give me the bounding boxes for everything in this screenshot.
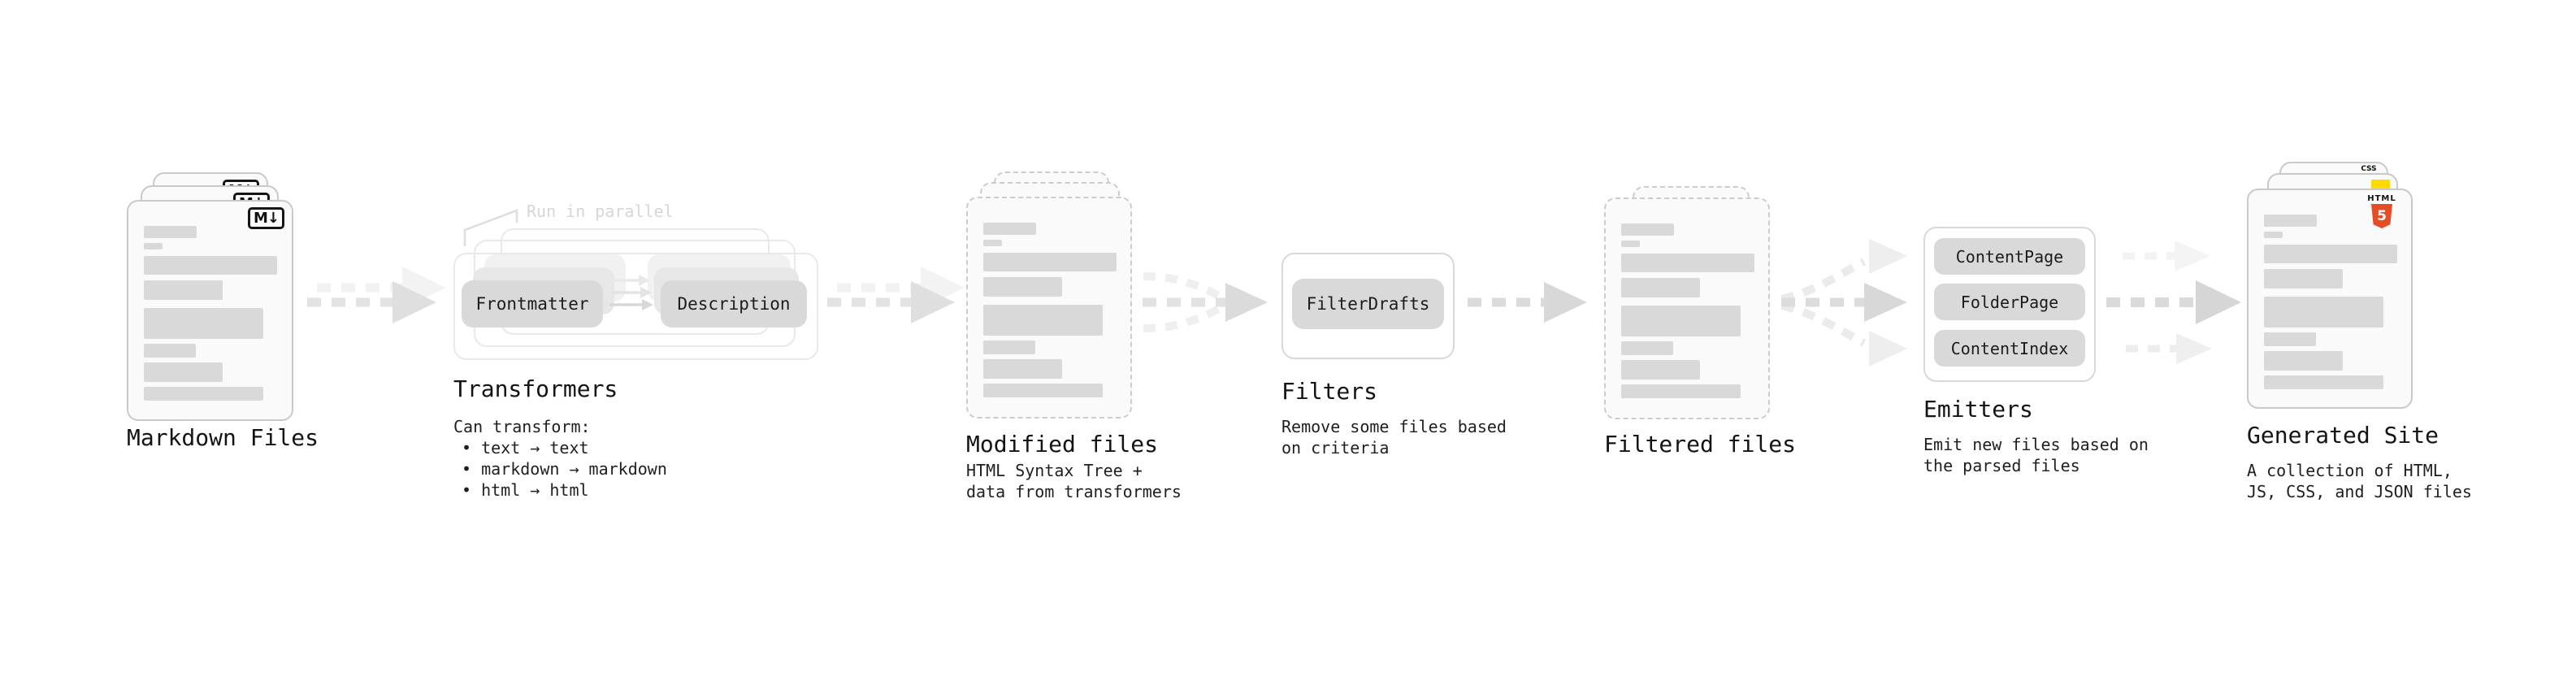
skeleton-line <box>2264 351 2343 371</box>
markdown-icon: M↓ <box>248 207 284 229</box>
arrow-transformers-to-modified <box>827 267 965 323</box>
pill-contentindex: ContentIndex <box>1934 330 2085 367</box>
stage-title-markdown-files: Markdown Files <box>127 424 319 451</box>
skeleton-line <box>983 305 1103 336</box>
annotation-leader-line <box>463 209 518 246</box>
html5-icon: HTML 5 <box>2364 194 2400 228</box>
arrow-emitters-to-generated <box>2106 241 2241 364</box>
skeleton-line <box>983 359 1062 379</box>
transformers-bullet: • html → html <box>462 480 589 500</box>
run-in-parallel-annotation: Run in parallel <box>527 202 674 221</box>
stage-title-filters: Filters <box>1281 378 1378 405</box>
skeleton-line <box>1621 241 1640 247</box>
skeleton-line <box>2264 215 2317 227</box>
emitters-desc-line2: the parsed files <box>1923 456 2080 475</box>
skeleton-line <box>1621 278 1700 297</box>
stage-title-modified-files: Modified files <box>966 431 1159 458</box>
skeleton-line <box>144 308 263 339</box>
file-card-front: HTML 5 <box>2247 189 2413 409</box>
skeleton-line <box>2264 375 2383 389</box>
skeleton-line <box>2264 297 2383 327</box>
stage-title-transformers: Transformers <box>453 375 618 402</box>
skeleton-line <box>983 384 1103 397</box>
arrow-filtered-to-emitters-fanout <box>1780 239 1907 367</box>
skeleton-line <box>983 253 1117 271</box>
skeleton-line <box>2264 245 2397 263</box>
skeleton-line <box>1621 341 1673 355</box>
pill-description: Description <box>661 280 807 327</box>
arrow-filters-to-filtered <box>1468 282 1587 323</box>
transformers-bullet: • markdown → markdown <box>462 459 667 479</box>
skeleton-line <box>144 362 223 382</box>
transformer-box-front <box>453 253 818 360</box>
transformers-bullet: • text → text <box>462 438 589 458</box>
arrow-markdown-to-transformers <box>307 267 446 323</box>
file-card-front <box>1604 197 1770 419</box>
stage-title-filtered-files: Filtered files <box>1604 431 1797 458</box>
arrow-frontmatter-to-description <box>609 275 653 310</box>
js-icon <box>2371 180 2390 189</box>
arrow-modified-to-filters-merge <box>1143 272 1268 332</box>
generated-desc-line2: JS, CSS, and JSON files <box>2247 482 2472 501</box>
skeleton-line <box>983 240 1002 246</box>
skeleton-line <box>1621 306 1741 336</box>
filters-desc-line2: on criteria <box>1281 438 1390 458</box>
skeleton-line <box>144 344 196 358</box>
generated-desc-line1: A collection of HTML, <box>2247 461 2452 480</box>
modified-desc-line1: HTML Syntax Tree + <box>966 461 1143 480</box>
skeleton-line <box>983 223 1036 235</box>
file-card-front: M↓ <box>127 200 293 421</box>
emitters-desc-line1: Emit new files based on <box>1923 435 2149 454</box>
file-card-front <box>966 197 1132 419</box>
pill-filterdrafts: FilterDrafts <box>1292 279 1444 329</box>
modified-desc-line2: data from transformers <box>966 482 1182 501</box>
skeleton-line <box>983 277 1062 297</box>
html5-shield: 5 <box>2371 204 2392 228</box>
css-label: CSS <box>2361 165 2377 173</box>
skeleton-line <box>1621 384 1741 398</box>
pill-contentpage: ContentPage <box>1934 238 2085 275</box>
skeleton-line <box>1621 223 1674 236</box>
pill-folderpage: FolderPage <box>1934 284 2085 320</box>
skeleton-line <box>1621 360 1700 380</box>
skeleton-line <box>2264 269 2343 288</box>
skeleton-line <box>144 226 197 238</box>
skeleton-line <box>144 280 223 300</box>
skeleton-line <box>144 256 277 275</box>
skeleton-line <box>1621 254 1754 272</box>
skeleton-line <box>983 340 1035 354</box>
skeleton-line <box>144 243 163 249</box>
stage-title-generated-site: Generated Site <box>2247 422 2439 449</box>
pill-frontmatter: Frontmatter <box>462 280 603 327</box>
filters-desc-line1: Remove some files based <box>1281 417 1507 436</box>
skeleton-line <box>2264 332 2316 346</box>
html5-numeral: 5 <box>2377 208 2387 224</box>
skeleton-line <box>144 387 263 401</box>
html5-wordmark: HTML <box>2367 194 2396 203</box>
transformers-desc-heading: Can transform: <box>453 417 591 436</box>
skeleton-line <box>2264 232 2283 238</box>
stage-title-emitters: Emitters <box>1923 396 2033 423</box>
